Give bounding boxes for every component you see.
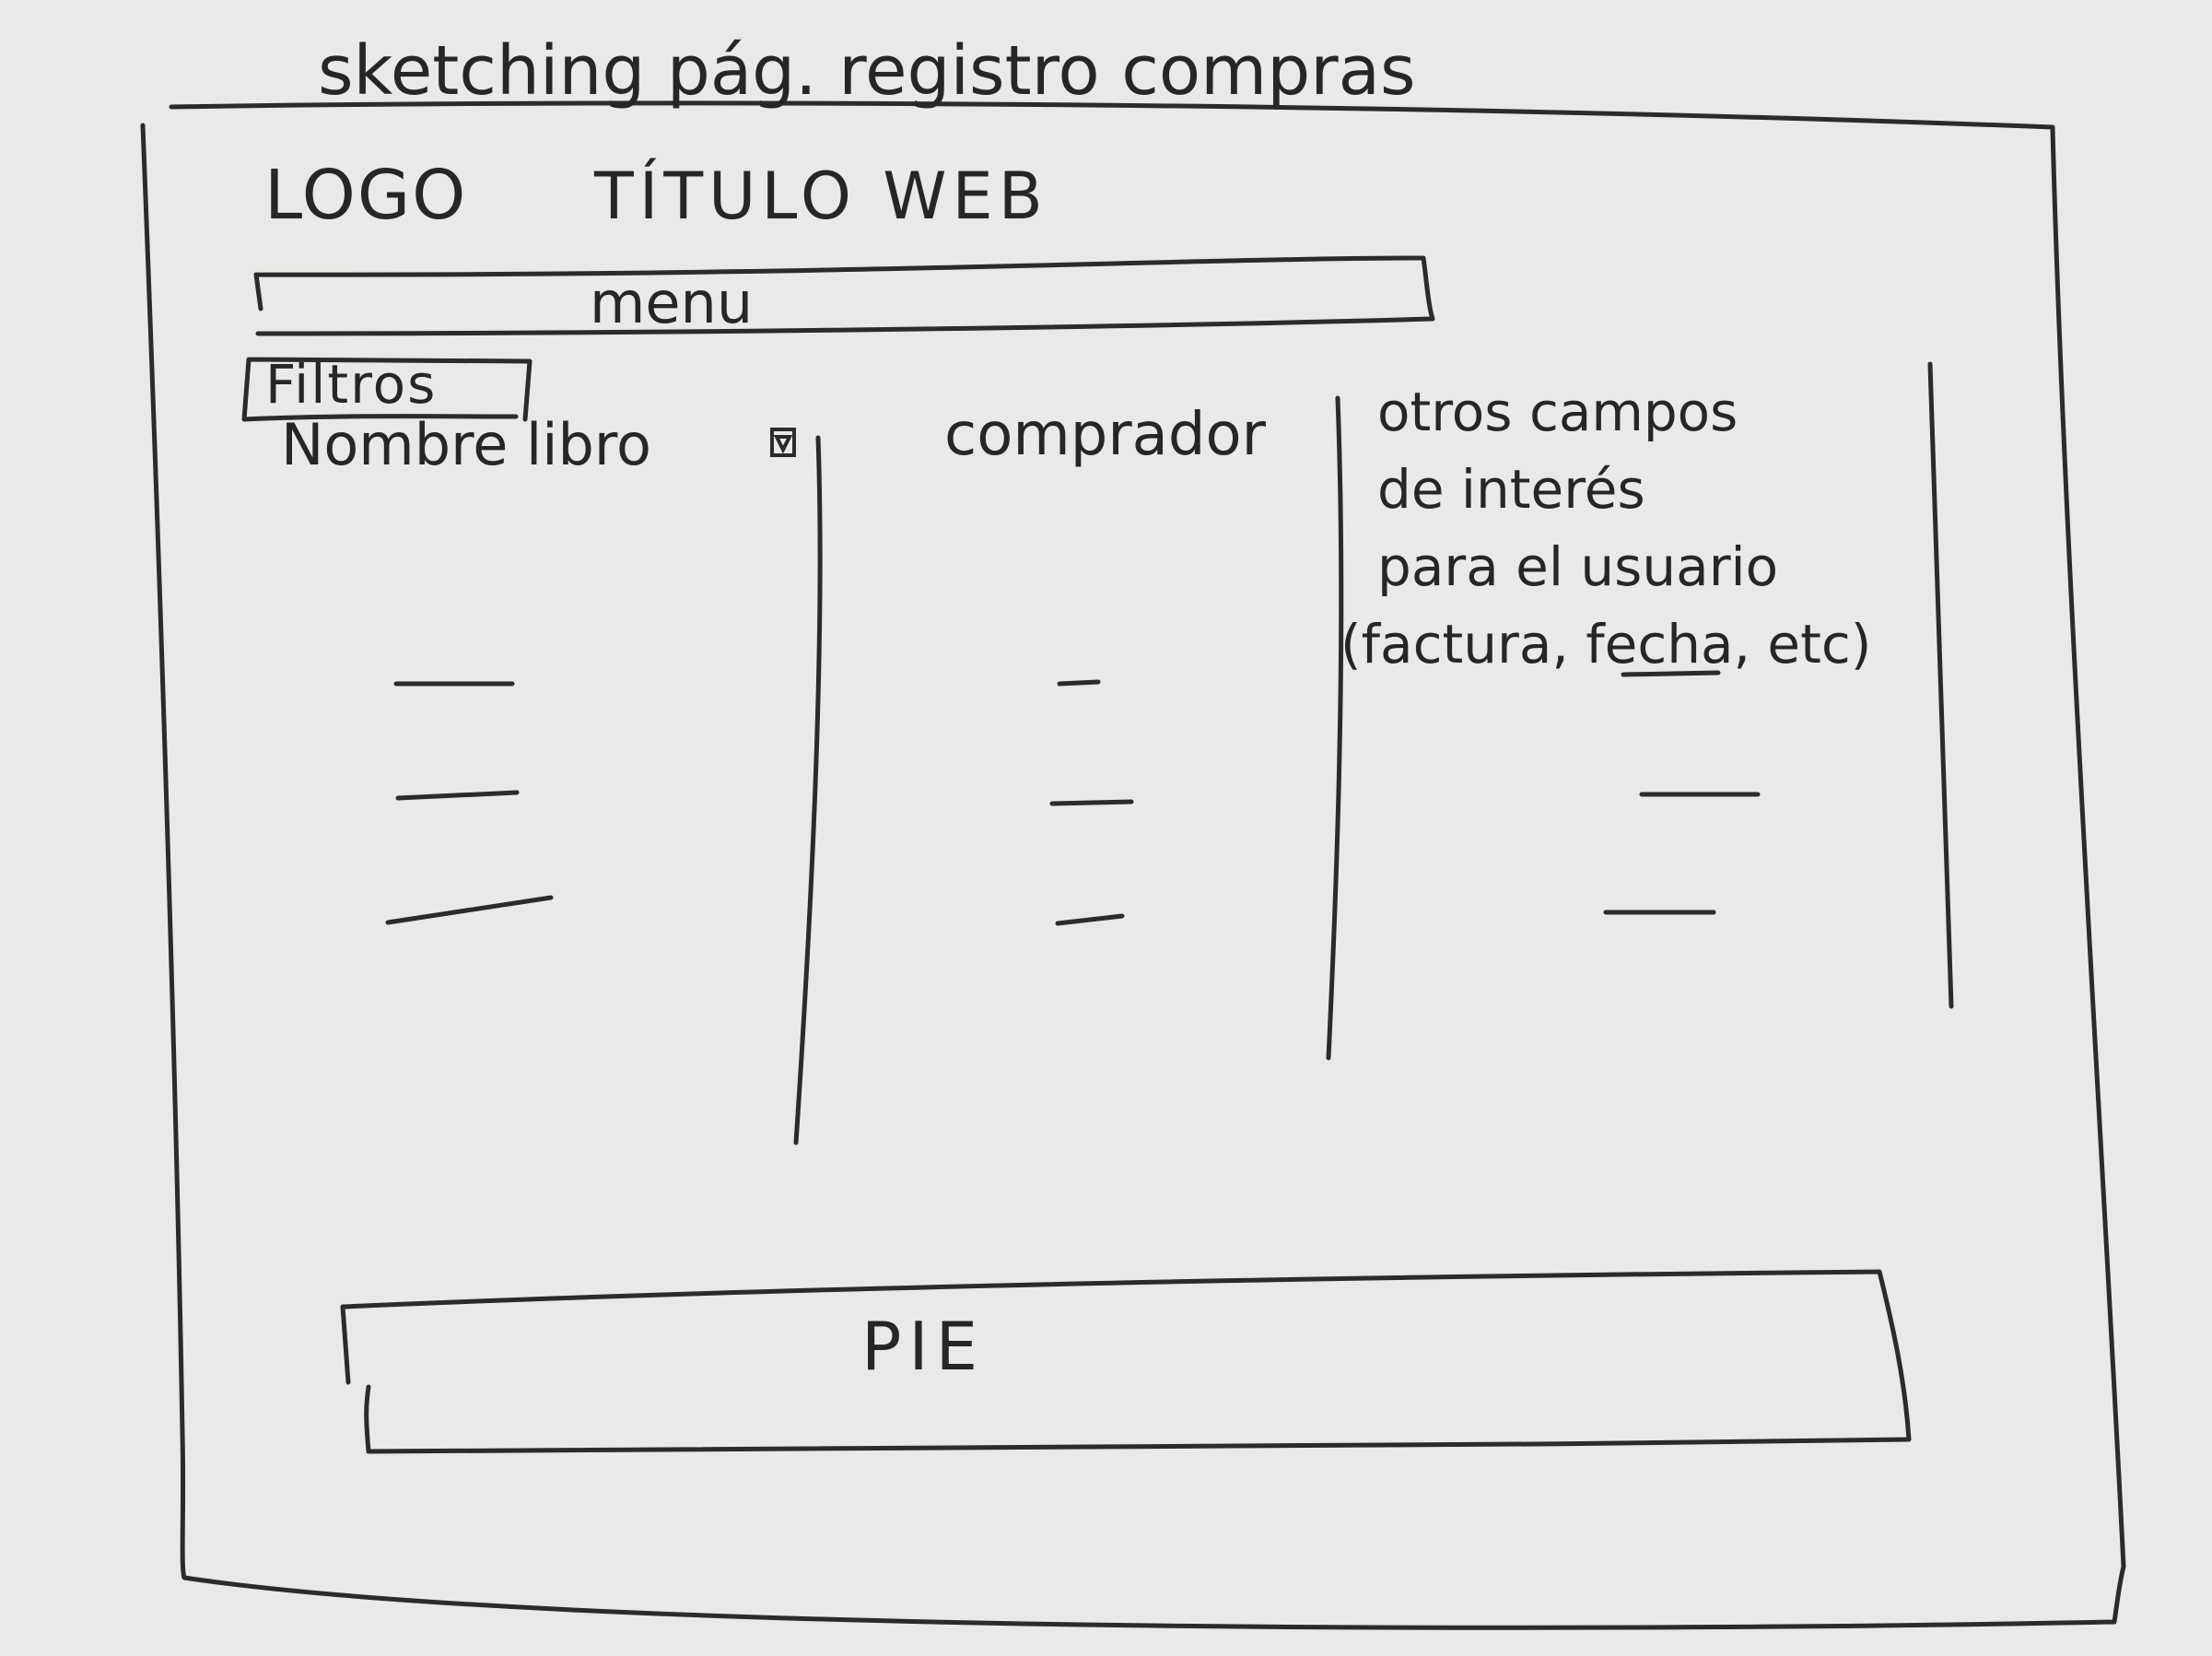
other-fields-line: otros campos (1377, 381, 1738, 443)
column-header-buyer: comprador (944, 401, 1266, 469)
title-underline (169, 100, 2055, 130)
buyer-row-placeholder (1055, 913, 1125, 926)
column-divider-3 (1927, 361, 1954, 1009)
other-fields-line: (factura, fecha, etc) (1340, 613, 1872, 675)
chevron-down-icon[interactable] (770, 428, 796, 457)
footer-label: PIE (861, 1308, 986, 1385)
filters-box (241, 357, 533, 422)
filters-button[interactable]: Filtros (265, 353, 438, 416)
column-header-book: Nombre libro (281, 411, 651, 478)
column-divider-1 (793, 435, 823, 1145)
column-divider-2 (1326, 395, 1344, 1061)
menu-label: menu (590, 269, 754, 336)
menu-bar (253, 255, 1435, 336)
other-fields-line: para el usuario (1377, 535, 1779, 598)
buyer-row-placeholder (1057, 679, 1101, 687)
buyer-row-placeholder (1049, 799, 1134, 806)
site-title-placeholder: TÍTULO WEB (594, 159, 1048, 234)
footer-box (340, 1269, 1912, 1454)
page-frame (140, 123, 2126, 1630)
sketch-title: sketching pág. registro compras (318, 31, 1416, 111)
book-row-placeholder (385, 895, 554, 925)
other-row-placeholder (1621, 670, 1721, 677)
book-row-placeholder (395, 790, 520, 801)
column-header-other-fields: otros campos de interés para el usuario … (1340, 373, 1871, 683)
logo-placeholder: LOGO (264, 156, 468, 235)
other-fields-line: de interés (1377, 458, 1645, 521)
